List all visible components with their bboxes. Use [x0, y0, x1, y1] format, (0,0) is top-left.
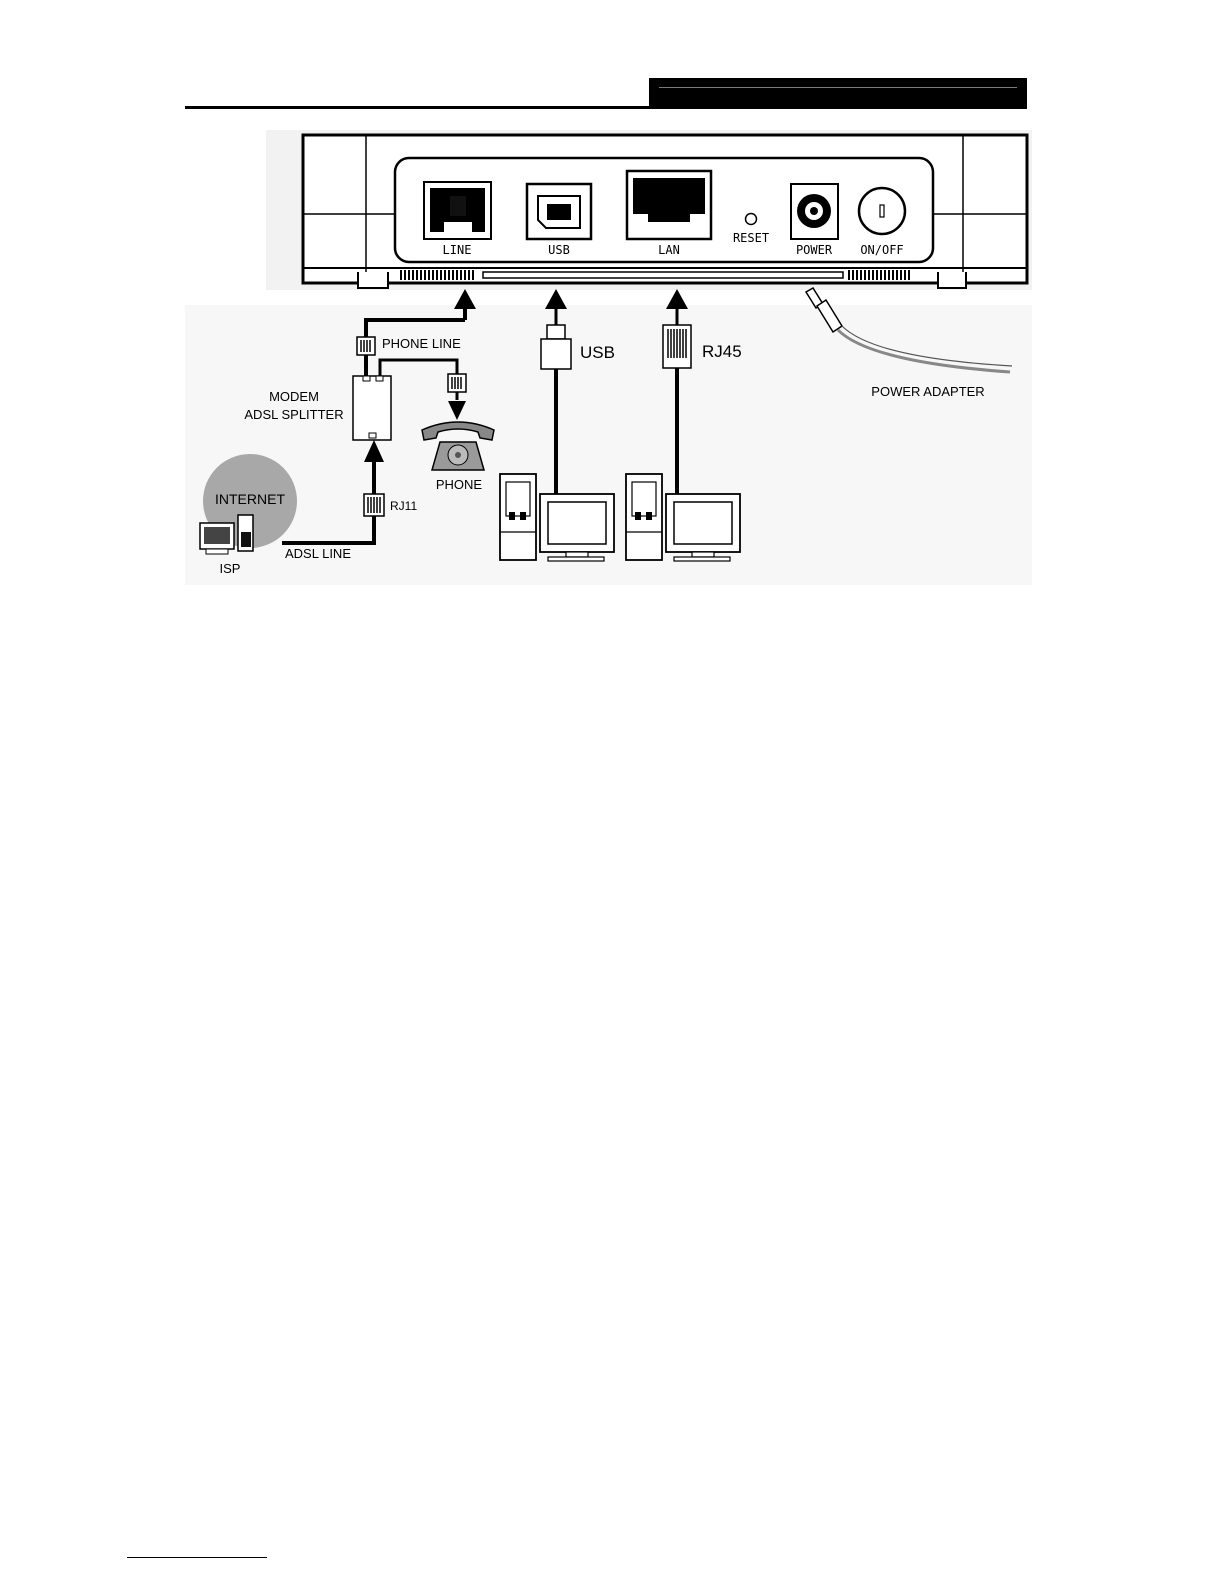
internet-label: INTERNET — [215, 491, 285, 507]
vent-grille-right — [848, 270, 912, 280]
modem-label: MODEM — [269, 389, 319, 404]
rj11-plug-bottom — [364, 494, 384, 516]
reset-button — [746, 214, 757, 225]
rj45-plug — [663, 325, 691, 368]
phone-label: PHONE — [436, 477, 483, 492]
reset-label: RESET — [733, 231, 769, 245]
usb-port-label: USB — [548, 243, 570, 257]
power-jack — [791, 184, 838, 239]
phone-line-label: PHONE LINE — [382, 336, 461, 351]
usb-port — [527, 184, 591, 239]
line-port — [424, 182, 491, 239]
usb-plug-label: USB — [580, 343, 615, 362]
vent-grille-left — [400, 270, 476, 280]
header-bar — [649, 78, 1027, 109]
power-switch — [859, 188, 905, 234]
usb-plug — [541, 339, 571, 369]
usb-plug-tip — [547, 325, 565, 339]
power-label: POWER — [796, 243, 833, 257]
lan-port — [627, 171, 711, 239]
adsl-line-label: ADSL LINE — [285, 546, 351, 561]
adsl-splitter — [353, 376, 391, 440]
onoff-label: ON/OFF — [860, 243, 903, 257]
lan-port-label: LAN — [658, 243, 680, 257]
rj11-plug-top — [357, 337, 375, 355]
foot-right — [938, 272, 966, 288]
header-bar-line — [659, 87, 1017, 88]
footnote-rule — [127, 1557, 267, 1558]
rj11-plug-phone — [448, 374, 466, 392]
foot-left — [358, 272, 388, 288]
isp-label: ISP — [220, 561, 241, 576]
power-adapter-label: POWER ADAPTER — [871, 384, 984, 399]
line-port-label: LINE — [443, 243, 472, 257]
connection-diagram: LINE USB LAN RESET POWER ON/OFF — [185, 125, 1033, 585]
rj11-label: RJ11 — [390, 499, 417, 513]
splitter-label: ADSL SPLITTER — [244, 407, 343, 422]
rj45-label: RJ45 — [702, 342, 742, 361]
